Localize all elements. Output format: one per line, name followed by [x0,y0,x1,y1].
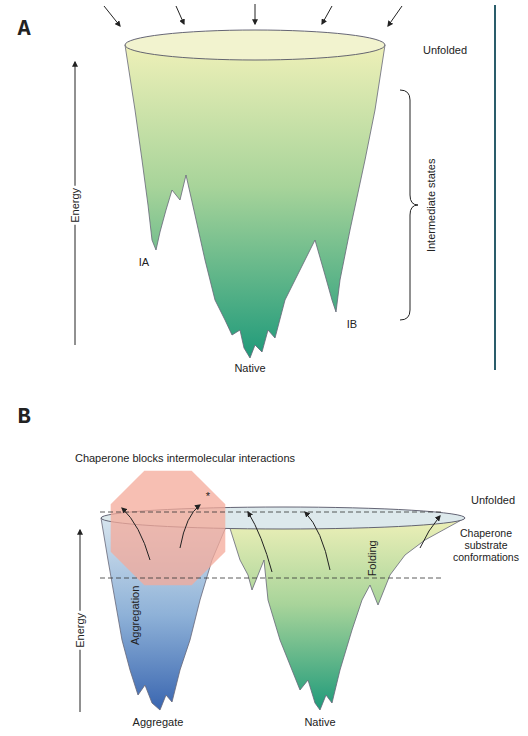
chaperone-octagon [111,471,226,586]
process-label: Folding [366,540,379,576]
transition-arrows [122,505,440,572]
entry-arrows [104,4,402,26]
state-label: Unfolded [423,44,467,57]
bracket [400,90,418,320]
panel-letter: B [17,405,30,430]
state-label: IB [347,318,357,331]
asterisk-mark: * [206,490,210,503]
dashed-line [100,578,444,579]
folding-funnel [228,518,465,710]
panel-title: Chaperone blocks intermolecular interact… [75,452,295,465]
state-label: Unfolded [471,494,515,507]
state-label: IA [139,256,149,269]
band-label: Chaperone substrate conformations [447,527,525,563]
axis-label: Energy [69,186,82,225]
funnel-rim [125,30,385,60]
axis-label: Energy [74,611,87,650]
process-label: Aggregation [130,585,143,644]
dashed-line [100,512,444,513]
panel-divider [494,5,496,370]
bracket-label: Intermediate states [426,158,439,252]
state-label: Aggregate [133,716,184,729]
panel-letter: A [17,17,30,42]
state-label: Native [304,716,335,729]
state-label: Native [234,362,265,375]
folding-funnel [125,45,385,358]
